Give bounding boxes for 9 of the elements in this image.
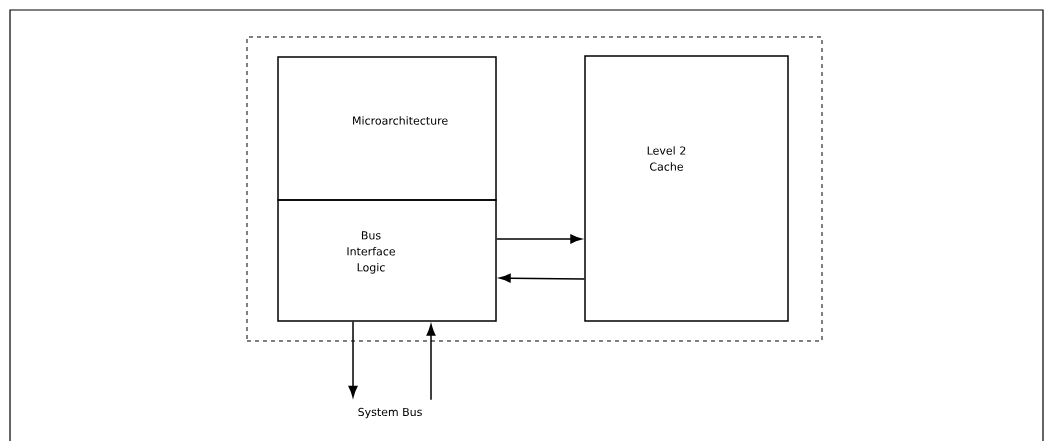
arrow xyxy=(496,234,582,244)
arrow xyxy=(499,273,585,283)
block-box: Level 2 Cache xyxy=(584,55,789,322)
arrow xyxy=(348,321,358,398)
block-box: Microarchitecture xyxy=(277,56,497,201)
block-box: Bus Interface Logic xyxy=(277,199,497,322)
package-outline xyxy=(246,36,823,342)
arrow xyxy=(426,324,436,401)
bus-label: System Bus xyxy=(358,407,422,419)
